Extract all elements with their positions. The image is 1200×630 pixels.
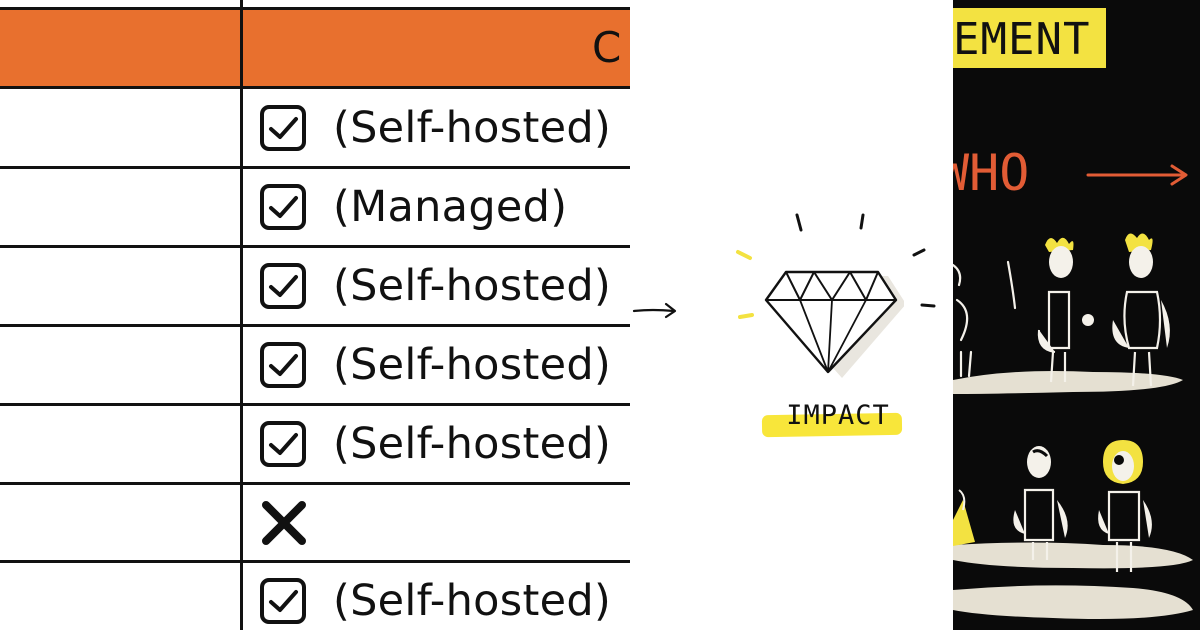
checkbox-checked-icon	[260, 104, 306, 151]
grid-line	[0, 7, 630, 10]
management-highlight	[953, 8, 1106, 68]
table-cell-right: (Self-hosted)	[243, 406, 630, 482]
hosting-type-label: (Self-hosted)	[333, 340, 612, 390]
table-cell-left	[0, 89, 240, 166]
grid-line	[0, 560, 630, 563]
checkbox-checked-icon	[260, 184, 306, 230]
table-cell-right	[243, 485, 630, 560]
table-row: (Self-hosted)	[0, 406, 630, 482]
table-header-row	[0, 10, 630, 86]
table-row: (Managed)	[0, 169, 630, 245]
table-row: (Self-hosted)	[0, 327, 630, 403]
cross-icon	[262, 500, 306, 545]
checkbox-checked-icon	[260, 342, 306, 388]
table-cell-left	[0, 169, 240, 245]
table-cell-left	[0, 485, 240, 560]
stakeholder-sketch-panel	[953, 0, 1200, 630]
grid-line	[0, 245, 630, 248]
hosting-type-label: (Managed)	[333, 182, 568, 232]
checkbox-checked-icon	[260, 421, 306, 467]
diamond-icon	[764, 270, 904, 378]
table-row: (Self-hosted)	[0, 563, 630, 630]
hosting-type-label: (Self-hosted)	[333, 102, 612, 153]
table-cell-right: (Managed)	[243, 169, 630, 245]
table-cell-right: (Self-hosted)	[243, 248, 630, 324]
table-cell-left	[0, 248, 240, 324]
table-cell-left	[0, 406, 240, 482]
grid-line	[0, 86, 630, 89]
table-cell-right: (Self-hosted)	[243, 327, 630, 403]
stick-figures-illustration	[953, 233, 1193, 619]
checkbox-checked-icon	[260, 578, 306, 624]
sparkle-marks-icon	[736, 213, 936, 319]
grid-line	[0, 482, 630, 485]
table-header-cell-left	[0, 10, 240, 86]
hosting-type-label: (Self-hosted)	[333, 261, 612, 311]
grid-line	[0, 166, 630, 169]
table-cell-left	[0, 563, 240, 630]
grid-line	[0, 324, 630, 327]
comparison-table: C (Self-hosted)	[0, 0, 630, 630]
table-row: (Self-hosted)	[0, 248, 630, 324]
grid-line	[0, 403, 630, 406]
arrow-right-icon	[632, 302, 677, 319]
table-cell-left	[0, 327, 240, 403]
table-row	[0, 485, 630, 560]
who-label: WHO	[953, 144, 1030, 202]
impact-label: IMPACT	[786, 400, 890, 431]
section-title: EMENT	[953, 14, 1091, 65]
table-row: (Self-hosted)	[0, 89, 630, 166]
table-header-label: C	[592, 23, 622, 72]
table-cell-right: (Self-hosted)	[243, 563, 630, 630]
hosting-type-label: (Self-hosted)	[333, 576, 612, 626]
table-cell-right: (Self-hosted)	[243, 89, 630, 166]
checkbox-checked-icon	[260, 263, 306, 309]
arrow-right-icon	[1086, 164, 1188, 186]
grid-line-vertical	[240, 0, 243, 630]
hosting-type-label: (Self-hosted)	[333, 419, 612, 469]
